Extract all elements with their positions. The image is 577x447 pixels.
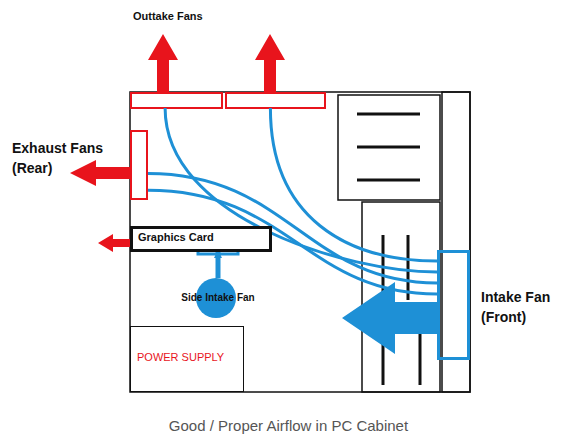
outtake-fan <box>226 93 325 108</box>
side-intake-fan: Side Intake Fan <box>166 278 270 318</box>
caption: Good / Proper Airflow in PC Cabinet <box>0 417 577 434</box>
drive-slots <box>357 114 420 180</box>
node-label: Outtake Fans <box>133 10 203 22</box>
power-supply: POWER SUPPLY <box>130 326 244 392</box>
front-panel <box>442 92 470 392</box>
graphics-card: Graphics Card <box>130 226 272 252</box>
drive-bay <box>338 95 440 200</box>
exhaust-fan: Exhaust Fans (Rear) <box>130 130 148 200</box>
node-label: Exhaust Fans (Rear) <box>12 138 116 178</box>
outtake-fan <box>131 93 222 108</box>
airflow-line <box>216 252 221 278</box>
node-label: POWER SUPPLY <box>131 327 243 363</box>
node-label: Graphics Card <box>133 229 269 245</box>
outtake-fans: Outtake Fans <box>130 92 325 108</box>
node-label: Intake Fan (Front) <box>481 287 573 327</box>
airflow-line <box>270 108 437 261</box>
case-outline <box>130 92 470 392</box>
intake-fan: Intake Fan (Front) <box>437 250 470 360</box>
node-label: Side Intake Fan <box>166 278 270 318</box>
